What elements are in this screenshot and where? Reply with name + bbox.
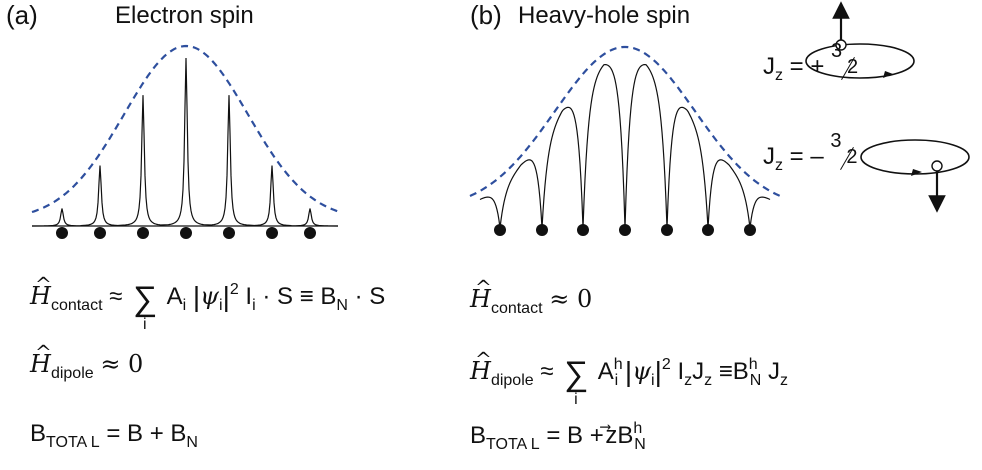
nucleus-dot bbox=[619, 224, 631, 236]
nucleus-dot bbox=[661, 224, 673, 236]
panel-a-peak-trace bbox=[31, 57, 339, 227]
panel-a-total-field-equation: BTOTA L = B + BN bbox=[30, 420, 198, 451]
panel-a-contact-equation: Hcontact ≈ ∑i Ai |ψi|2 Ii · S ≡ BN · S bbox=[30, 280, 385, 333]
spin-up-orbit-icon bbox=[805, 1, 915, 79]
nucleus-dot bbox=[56, 227, 68, 239]
nucleus-dot bbox=[744, 224, 756, 236]
panel-b-plot bbox=[469, 45, 781, 236]
panel-b-contact-equation: Hcontact ≈ 0 bbox=[470, 285, 592, 318]
nucleus-dot bbox=[266, 227, 278, 239]
nucleus-dot bbox=[702, 224, 714, 236]
panel-b-gaussian-envelope bbox=[469, 45, 781, 197]
nucleus-dot bbox=[223, 227, 235, 239]
panel-b-title: Heavy-hole spin bbox=[518, 2, 691, 29]
panel-a-plot bbox=[31, 44, 339, 239]
nucleus-dot bbox=[494, 224, 506, 236]
panel-a-dipole-equation: Hdipole ≈ 0 bbox=[30, 350, 143, 383]
nucleus-dot bbox=[180, 227, 192, 239]
nucleus-dot bbox=[577, 224, 589, 236]
panel-b-nuclei bbox=[494, 224, 756, 236]
nucleus-dot bbox=[94, 227, 106, 239]
panel-b-oscillating-trace bbox=[479, 63, 771, 229]
panel-b-label: (b) bbox=[470, 0, 502, 30]
panel-b-total-field-equation: BTOTA L = B + ⃗zBhN bbox=[470, 420, 646, 453]
spin-down-orbit-icon bbox=[860, 139, 970, 213]
panel-a-label: (a) bbox=[6, 0, 38, 30]
panel-a-gaussian-envelope bbox=[31, 44, 339, 214]
panel-b-dipole-equation: Hdipole ≈ ∑i Ahi |ψi|2 IzJz ≡BhN Jz bbox=[470, 355, 788, 408]
nucleus-dot bbox=[536, 224, 548, 236]
panel-a-title: Electron spin bbox=[115, 2, 254, 29]
panel-a-nuclei bbox=[56, 227, 316, 239]
nucleus-dot bbox=[304, 227, 316, 239]
nucleus-dot bbox=[137, 227, 149, 239]
